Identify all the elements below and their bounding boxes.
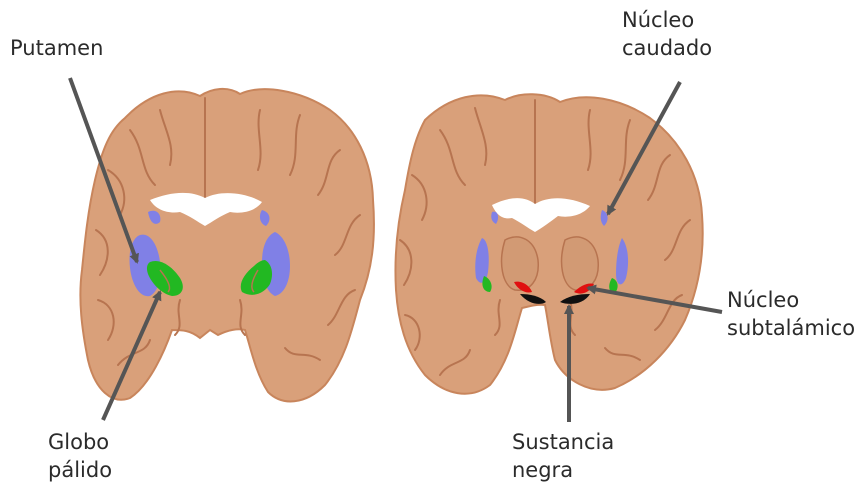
right-brain-tissue (395, 94, 702, 393)
label-nucleo-caudado: Núcleo caudado (622, 6, 712, 62)
label-globo-palido-line2: pálido (48, 456, 112, 484)
label-nucleo-caudado-line1: Núcleo (622, 6, 712, 34)
label-putamen-text: Putamen (10, 34, 103, 62)
label-nucleo-caudado-line2: caudado (622, 34, 712, 62)
label-nucleo-subtalamico-line1: Núcleo (727, 286, 855, 314)
label-sustancia-negra-line1: Sustancia (512, 428, 614, 456)
label-globo-palido: Globo pálido (48, 428, 112, 484)
label-globo-palido-line1: Globo (48, 428, 112, 456)
label-nucleo-subtalamico-line2: subtalámico (727, 314, 855, 342)
left-brain-tissue (80, 89, 374, 402)
label-sustancia-negra-line2: negra (512, 456, 614, 484)
right-coronal-section (395, 94, 702, 393)
label-sustancia-negra: Sustancia negra (512, 428, 614, 484)
label-putamen: Putamen (10, 34, 103, 62)
left-coronal-section (80, 89, 374, 402)
label-nucleo-subtalamico: Núcleo subtalámico (727, 286, 855, 342)
